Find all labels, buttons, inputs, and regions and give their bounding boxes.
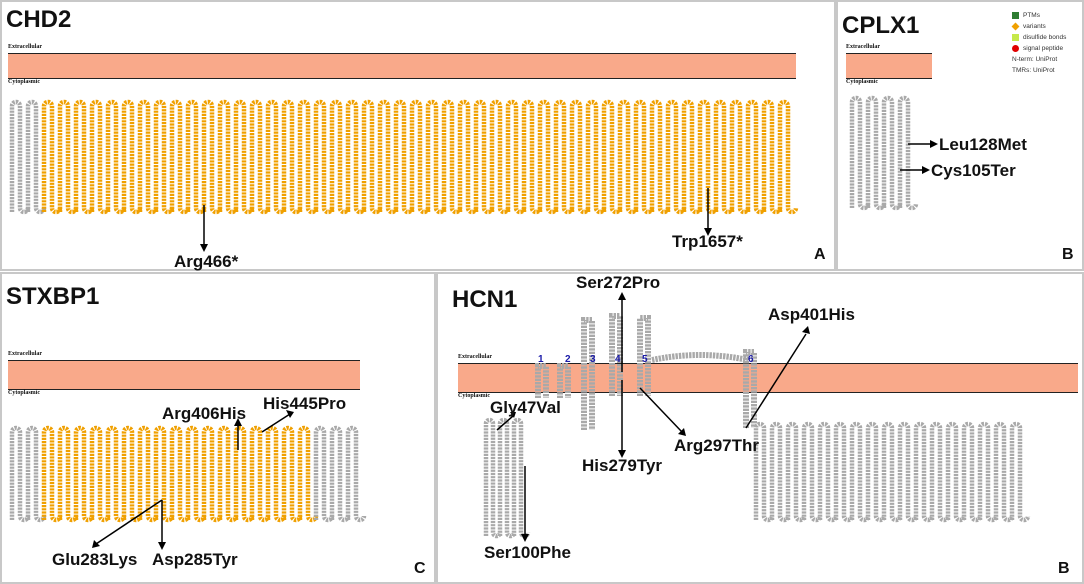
panel-letter-b-bottom: B bbox=[1058, 560, 1070, 577]
residue-hairpin bbox=[897, 95, 919, 211]
panel-title-cplx1: CPLX1 bbox=[842, 12, 920, 39]
residue-hairpin bbox=[497, 417, 517, 539]
panel-title-hcn1: HCN1 bbox=[452, 286, 518, 313]
legend-item-signal-peptide: signal peptide bbox=[1012, 43, 1066, 54]
helix-label-2: 2 bbox=[565, 354, 571, 365]
residue-hairpin bbox=[913, 421, 935, 523]
tm-helix bbox=[557, 363, 571, 398]
tm-helix bbox=[581, 317, 595, 430]
residue-hairpin bbox=[345, 425, 367, 523]
residue-hairpin bbox=[785, 421, 807, 523]
cytoplasmic-label-cplx1: Cytoplasmic bbox=[846, 79, 878, 85]
residue-hairpin bbox=[993, 421, 1015, 523]
residue-hairpin bbox=[849, 421, 871, 523]
mutation-his445pro: His445Pro bbox=[263, 394, 347, 413]
mutation-glu283lys: Glu283Lys bbox=[52, 550, 138, 569]
tm-helix bbox=[609, 313, 623, 396]
residue-chain-hcn1 bbox=[483, 313, 1031, 539]
legend-item-disulfide: disulfide bonds bbox=[1012, 32, 1066, 43]
cytoplasmic-label-hcn1: Cytoplasmic bbox=[458, 393, 490, 399]
cytoplasmic-label-stxbp1: Cytoplasmic bbox=[8, 390, 40, 396]
extracellular-label-hcn1: Extracellular bbox=[458, 354, 492, 360]
panel-title-stxbp1: STXBP1 bbox=[6, 283, 100, 310]
extracellular-label-cplx1: Extracellular bbox=[846, 44, 880, 50]
cytoplasmic-label-chd2: Cytoplasmic bbox=[8, 79, 40, 85]
helix-label-4: 4 bbox=[615, 354, 621, 365]
legend-item-ptms: PTMs bbox=[1012, 10, 1066, 21]
legend-note-nterm: N-term: UniProt bbox=[1012, 56, 1058, 63]
residue-chain-chd2 bbox=[9, 99, 799, 215]
helix-label-5: 5 bbox=[642, 354, 648, 365]
extracellular-loop bbox=[651, 352, 749, 363]
tm-helix bbox=[743, 349, 757, 428]
legend-note-tmrs: TMRs: UniProt bbox=[1012, 67, 1055, 74]
residue-hairpin bbox=[881, 421, 903, 523]
tm-helix bbox=[535, 363, 549, 398]
mutation-gly47val: Gly47Val bbox=[490, 398, 561, 417]
residue-hairpin bbox=[801, 421, 823, 523]
residue-hairpin bbox=[945, 421, 967, 523]
residue-chain-stxbp1 bbox=[9, 425, 367, 523]
residue-chain-cplx1 bbox=[849, 95, 919, 211]
mutation-leu128met: Leu128Met bbox=[939, 135, 1027, 154]
mutation-his279tyr: His279Tyr bbox=[582, 456, 663, 475]
residue-hairpin bbox=[977, 421, 999, 523]
panel-title-chd2: CHD2 bbox=[6, 6, 72, 33]
residue-hairpin bbox=[897, 421, 919, 523]
residue-hairpin bbox=[769, 421, 791, 523]
legend-item-variants: variants bbox=[1011, 21, 1066, 32]
extracellular-label-stxbp1: Extracellular bbox=[8, 351, 42, 357]
residue-hairpin bbox=[1009, 421, 1031, 523]
mutation-cys105ter: Cys105Ter bbox=[931, 161, 1016, 180]
tm-helix bbox=[637, 315, 651, 396]
mutation-ser272pro: Ser272Pro bbox=[576, 273, 661, 292]
extracellular-label-chd2: Extracellular bbox=[8, 44, 42, 50]
panel-letter-b-top: B bbox=[1062, 246, 1074, 263]
residue-hairpin bbox=[961, 421, 983, 523]
mutation-ser100phe: Ser100Phe bbox=[484, 543, 571, 562]
helix-label-1: 1 bbox=[538, 354, 544, 365]
legend: PTMs variants disulfide bonds signal pep… bbox=[1011, 10, 1066, 76]
residue-hairpin bbox=[483, 417, 503, 539]
panel-letter-a: A bbox=[814, 246, 826, 263]
mutation-arg406his: Arg406His bbox=[162, 404, 247, 423]
residue-hairpin bbox=[817, 421, 839, 523]
membrane-stxbp1 bbox=[8, 360, 360, 390]
mutation-arg466: Arg466* bbox=[174, 252, 239, 271]
residue-hairpin bbox=[511, 417, 531, 539]
residue-hairpin bbox=[833, 421, 855, 523]
residue-hairpin bbox=[929, 421, 951, 523]
mutation-trp1657: Trp1657* bbox=[672, 232, 743, 251]
membrane-cplx1 bbox=[846, 53, 932, 79]
helix-label-3: 3 bbox=[590, 354, 596, 365]
helix-label-6: 6 bbox=[748, 354, 754, 365]
mutation-asp285tyr: Asp285Tyr bbox=[152, 550, 238, 569]
membrane-chd2 bbox=[8, 53, 796, 79]
panel-letter-c: C bbox=[414, 560, 426, 577]
mutation-asp401his: Asp401His bbox=[768, 305, 855, 324]
residue-hairpin bbox=[777, 99, 799, 215]
mutation-arg297thr: Arg297Thr bbox=[674, 436, 760, 455]
residue-hairpin bbox=[865, 421, 887, 523]
